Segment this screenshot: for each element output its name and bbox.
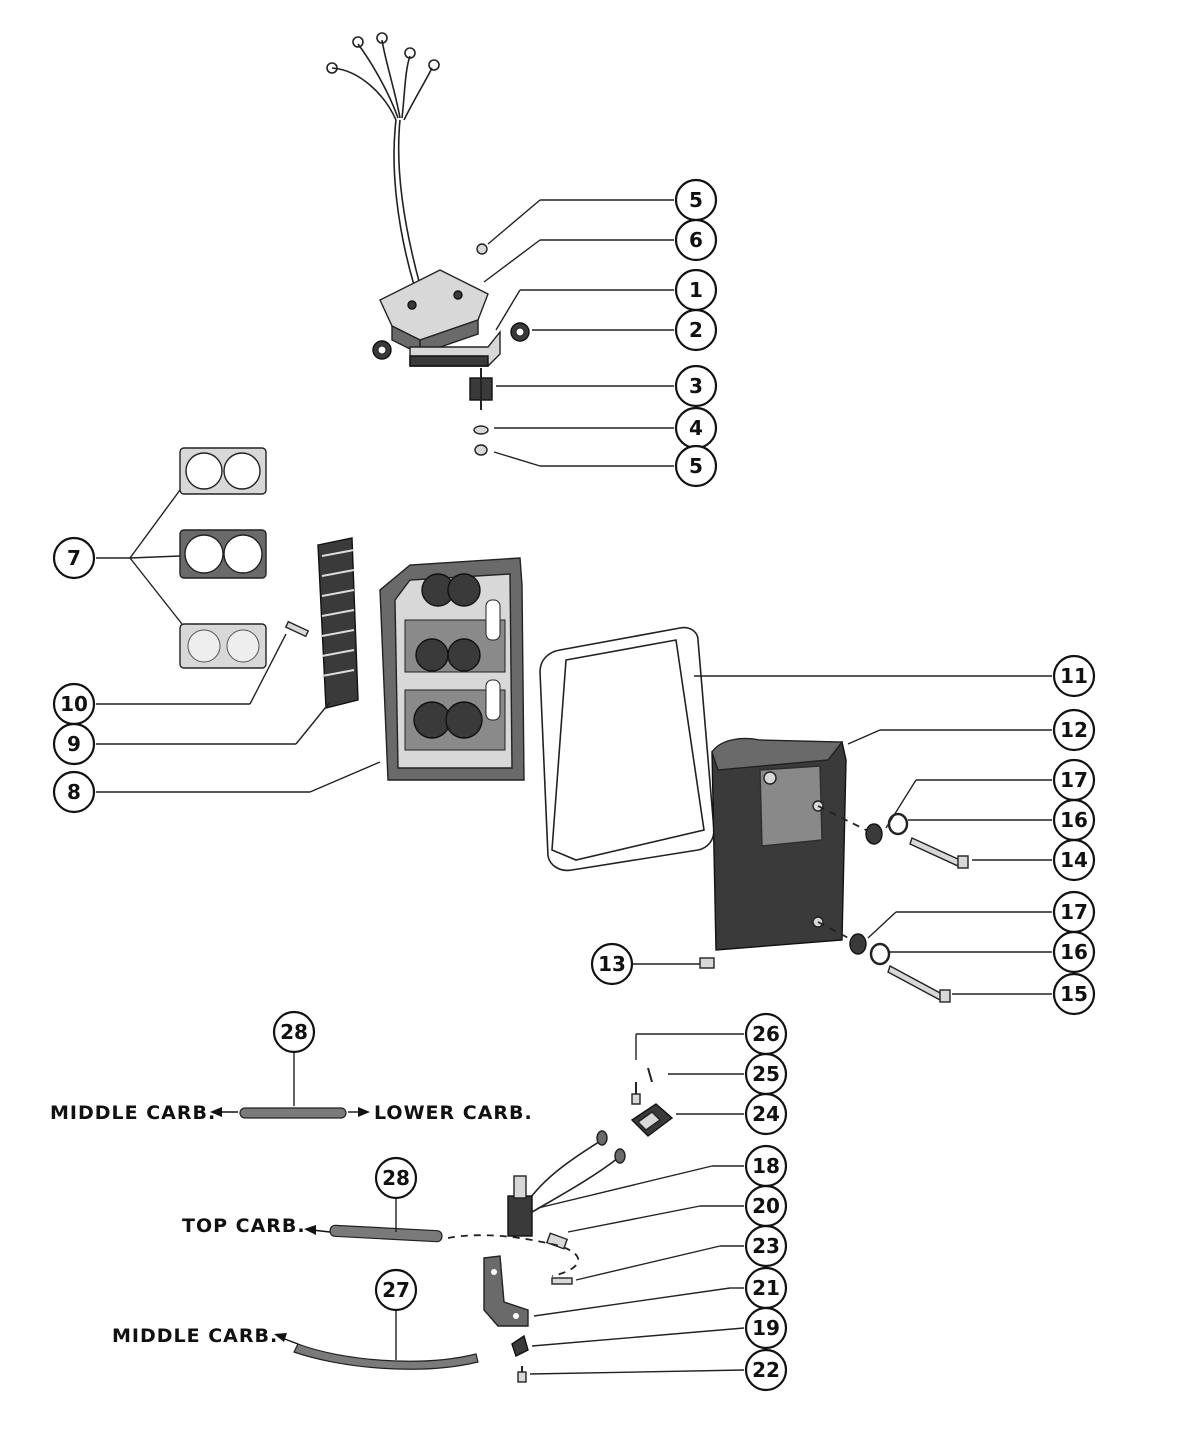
svg-text:22: 22 xyxy=(752,1358,780,1382)
label-middle-carb-lower: MIDDLE CARB. xyxy=(112,1325,278,1347)
side-cover xyxy=(699,737,969,1003)
callout-17-top: 17 xyxy=(1052,758,1096,802)
svg-text:4: 4 xyxy=(689,416,703,440)
callout-20: 20 xyxy=(744,1184,788,1228)
callout-24: 24 xyxy=(744,1092,788,1136)
svg-text:28: 28 xyxy=(382,1166,410,1190)
svg-text:7: 7 xyxy=(67,546,81,570)
svg-text:21: 21 xyxy=(752,1276,780,1300)
leader-lines xyxy=(96,199,1052,1375)
enrichener-assembly xyxy=(447,1067,674,1383)
svg-text:5: 5 xyxy=(689,188,703,212)
gasket-set xyxy=(179,447,267,669)
callout-19: 19 xyxy=(744,1306,788,1350)
callout-14: 14 xyxy=(1052,838,1096,882)
hose-middle-lower xyxy=(239,1107,347,1119)
svg-text:3: 3 xyxy=(689,374,703,398)
label-top-carb: TOP CARB. xyxy=(182,1215,306,1237)
svg-text:19: 19 xyxy=(752,1316,780,1340)
svg-text:27: 27 xyxy=(382,1278,410,1302)
svg-text:6: 6 xyxy=(689,228,703,252)
svg-text:13: 13 xyxy=(598,952,626,976)
svg-text:12: 12 xyxy=(1060,718,1088,742)
svg-text:1: 1 xyxy=(689,278,703,302)
svg-text:8: 8 xyxy=(67,780,81,804)
svg-text:17: 17 xyxy=(1060,768,1088,792)
hoses xyxy=(239,1107,479,1370)
callout-1: 1 xyxy=(674,268,718,312)
callout-5-top: 5 xyxy=(674,178,718,222)
label-lower-carb: LOWER CARB. xyxy=(374,1102,533,1124)
svg-text:24: 24 xyxy=(752,1102,780,1126)
svg-text:15: 15 xyxy=(1060,982,1088,1006)
hose-middle xyxy=(293,1343,479,1370)
svg-text:23: 23 xyxy=(752,1234,780,1258)
callout-28-lower: 28 xyxy=(374,1156,418,1200)
callout-13: 13 xyxy=(590,942,634,986)
svg-text:28: 28 xyxy=(280,1020,308,1044)
callout-9: 9 xyxy=(52,722,96,766)
svg-text:10: 10 xyxy=(60,692,88,716)
svg-text:5: 5 xyxy=(689,454,703,478)
callout-6: 6 xyxy=(674,218,718,262)
callout-15: 15 xyxy=(1052,972,1096,1016)
label-middle-carb-upper: MIDDLE CARB. xyxy=(50,1102,216,1124)
svg-text:9: 9 xyxy=(67,732,81,756)
callout-22: 22 xyxy=(744,1348,788,1392)
callout-10: 10 xyxy=(52,682,96,726)
callout-16-bottom: 16 xyxy=(1052,930,1096,974)
callout-2: 2 xyxy=(674,308,718,352)
svg-text:18: 18 xyxy=(752,1154,780,1178)
svg-text:2: 2 xyxy=(689,318,703,342)
callout-7: 7 xyxy=(52,536,96,580)
hose-top xyxy=(329,1224,443,1243)
callout-4: 4 xyxy=(674,406,718,450)
reed-block xyxy=(284,537,359,709)
callout-23: 23 xyxy=(744,1224,788,1268)
cover-gasket xyxy=(539,626,715,872)
callout-11: 11 xyxy=(1052,654,1096,698)
callout-16-top: 16 xyxy=(1052,798,1096,842)
callout-28-upper: 28 xyxy=(272,1010,316,1054)
callout-5-bottom: 5 xyxy=(674,444,718,488)
callout-12: 12 xyxy=(1052,708,1096,752)
switch-box-assembly xyxy=(326,32,530,456)
flow-arrows xyxy=(210,1107,370,1345)
svg-text:25: 25 xyxy=(752,1062,780,1086)
svg-text:14: 14 xyxy=(1060,848,1088,872)
callout-27: 27 xyxy=(374,1268,418,1312)
callouts: 5 6 1 2 3 4 5 7 10 9 8 11 12 17 16 14 17… xyxy=(52,178,1096,1392)
callout-8: 8 xyxy=(52,770,96,814)
callout-3: 3 xyxy=(674,364,718,408)
svg-text:11: 11 xyxy=(1060,664,1088,688)
svg-text:16: 16 xyxy=(1060,808,1088,832)
svg-text:26: 26 xyxy=(752,1022,780,1046)
callout-21: 21 xyxy=(744,1266,788,1310)
callout-17-bottom: 17 xyxy=(1052,890,1096,934)
svg-text:17: 17 xyxy=(1060,900,1088,924)
callout-25: 25 xyxy=(744,1052,788,1096)
callout-18: 18 xyxy=(744,1144,788,1188)
svg-text:16: 16 xyxy=(1060,940,1088,964)
cover-plate xyxy=(379,557,525,781)
callout-26: 26 xyxy=(744,1012,788,1056)
svg-text:20: 20 xyxy=(752,1194,780,1218)
